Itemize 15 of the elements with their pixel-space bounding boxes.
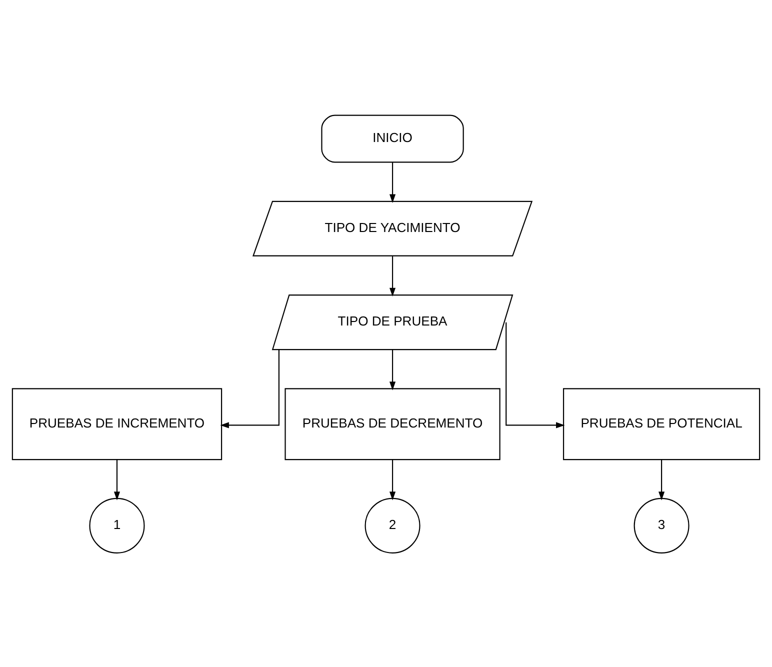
arrow: [389, 256, 396, 296]
arrow: [389, 349, 396, 390]
arrow: [220, 349, 280, 428]
arrow: [389, 459, 396, 500]
arrow: [506, 322, 565, 428]
arrow: [114, 459, 120, 500]
arrow: [389, 162, 396, 203]
node-box: PRUEBAS DE POTENCIAL: [562, 388, 760, 460]
arrow: [658, 459, 665, 500]
node-box: PRUEBAS DE INCREMENTO: [12, 388, 222, 460]
node-circle: 2: [364, 497, 420, 553]
node-circle: 3: [634, 497, 690, 553]
node-circle: 1: [89, 497, 145, 553]
node-box: INICIO: [321, 114, 464, 162]
node-box: PRUEBAS DE DECREMENTO: [284, 388, 500, 460]
